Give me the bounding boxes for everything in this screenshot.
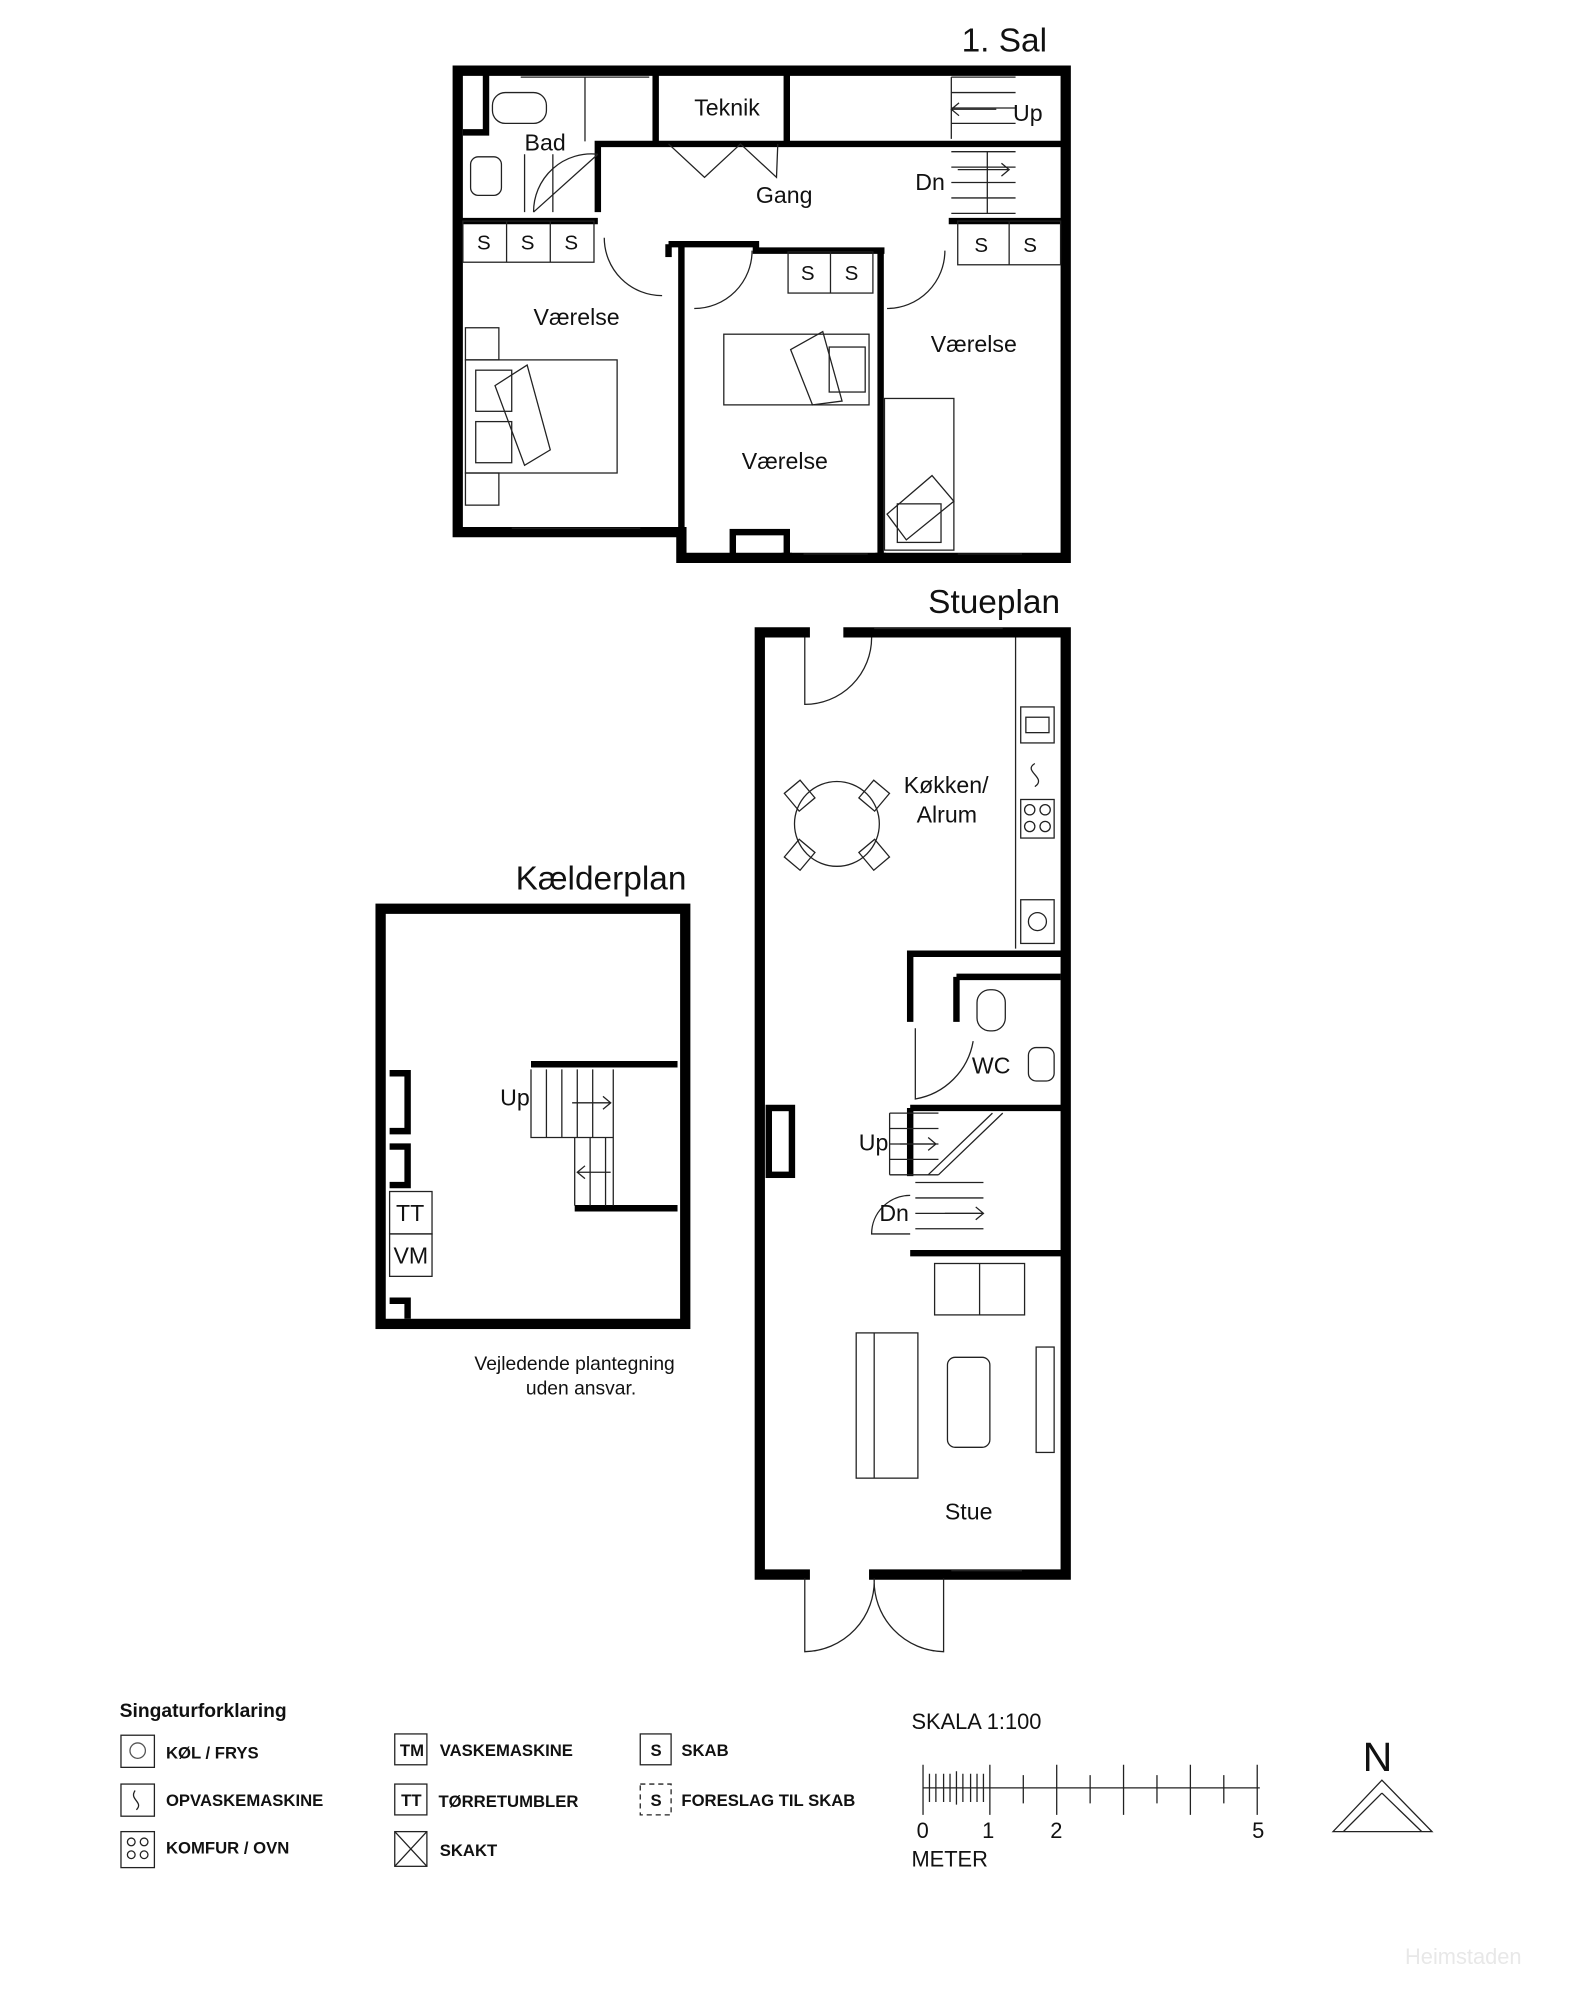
wall <box>462 70 490 136</box>
wall <box>389 1061 678 1319</box>
door-technical <box>668 143 779 179</box>
cabinet-label: S <box>845 262 859 285</box>
suggested-cabinet-symbol <box>639 1783 672 1816</box>
scale-tick-2: 2 <box>1050 1818 1062 1843</box>
first-floor-shaft <box>729 528 790 562</box>
washer-symbol-text: TM <box>400 1741 424 1760</box>
door-wc <box>914 1028 974 1100</box>
stair-up-label: Up <box>1013 100 1043 126</box>
legend-label: KOMFUR / OVN <box>166 1838 289 1857</box>
first-floor-plan: 1. Sal Bad Teknik Gang Værelse Værelse V… <box>452 22 1071 563</box>
legend-label: SKAKT <box>440 1841 498 1860</box>
cabinet-label: S <box>974 234 988 257</box>
suggested-cabinet-symbol-text: S <box>651 1791 662 1810</box>
living-furniture <box>855 1262 1055 1479</box>
wardrobes <box>462 220 1062 294</box>
north-arrow: N <box>1331 1734 1434 1833</box>
ground-floor-plan: Stueplan Køkken/ Alrum WC <box>754 584 1071 1653</box>
disclaimer-line-1: Vejledende plantegning <box>474 1354 674 1375</box>
wall <box>906 950 1066 1257</box>
scale-title: SKALA 1:100 <box>911 1709 1041 1734</box>
room-label-bath: Bad <box>525 129 566 155</box>
basement-title: Kælderplan <box>516 860 687 897</box>
stair-down-label: Dn <box>915 169 945 195</box>
ground-floor-stairs <box>870 1112 1004 1235</box>
room-label-kitchen: Køkken/ <box>904 772 989 798</box>
cabinet-label: S <box>564 231 578 254</box>
room-label-kitchen-2: Alrum <box>917 802 977 828</box>
toilet-icon <box>976 989 1006 1032</box>
stair-up-label: Up <box>500 1084 530 1110</box>
bath-tiles <box>520 76 650 213</box>
dishwasher-icon <box>120 1783 156 1817</box>
shaft-icon <box>394 1830 428 1867</box>
room-label-technical: Teknik <box>694 95 760 121</box>
legend-label: VASKEMASKINE <box>440 1741 573 1760</box>
legend-label: FORESLAG TIL SKAB <box>681 1791 855 1810</box>
legend-label: OPVASKEMASKINE <box>166 1791 323 1810</box>
washer-label: VM <box>393 1242 428 1268</box>
north-arrow-icon <box>1331 1779 1434 1833</box>
door-bedroom-left <box>603 237 663 297</box>
kitchen-counter <box>1014 637 1055 949</box>
basement-stairs <box>530 1069 614 1206</box>
sink-icon <box>1027 1046 1055 1082</box>
dining-table <box>783 779 891 872</box>
stair-down-label: Dn <box>879 1200 909 1226</box>
chimney <box>765 1104 796 1179</box>
scale-tick-0: 0 <box>917 1818 929 1843</box>
basement-plan: Kælderplan Up TT VM Vejledende plantegni… <box>375 860 691 1400</box>
stair-up-label: Up <box>859 1129 889 1155</box>
scale-bar: SKALA 1:100 0 1 2 5 METER <box>911 1709 1264 1872</box>
legend-label: TØRRETUMBLER <box>438 1792 578 1811</box>
cabinet-symbol <box>639 1733 672 1766</box>
legend-title: Singaturforklaring <box>120 1701 287 1722</box>
cabinet-label: S <box>1023 234 1037 257</box>
wall <box>457 217 1066 558</box>
cabinet-symbol-text: S <box>651 1741 662 1760</box>
toilet-icon <box>491 91 548 125</box>
legend: Singaturforklaring TM TT S S KØL / FRYS … <box>120 1701 855 1869</box>
basement-outer-wall <box>375 903 691 1330</box>
door-bedroom-right <box>887 250 946 310</box>
legend-label: SKAB <box>681 1741 728 1760</box>
washer-symbol <box>394 1733 428 1766</box>
beds <box>464 327 955 551</box>
first-floor-stairs <box>950 76 1016 215</box>
ground-floor-title: Stueplan <box>928 584 1060 621</box>
scale-unit: METER <box>911 1846 987 1871</box>
cabinet-label: S <box>477 231 491 254</box>
door-entrance <box>804 637 873 706</box>
disclaimer-line-2: uden ansvar. <box>526 1379 636 1400</box>
cabinet-label: S <box>521 231 535 254</box>
watermark: Heimstaden <box>1405 1944 1522 1969</box>
room-label-bedroom-left: Værelse <box>534 304 620 330</box>
room-label-bedroom-middle: Værelse <box>742 448 828 474</box>
dryer-symbol <box>394 1783 428 1816</box>
scale-tick-5: 5 <box>1252 1818 1264 1843</box>
cabinet-label: S <box>801 262 815 285</box>
stove-icon <box>120 1830 156 1869</box>
washer <box>388 1233 433 1277</box>
room-label-living: Stue <box>945 1498 993 1524</box>
dryer-label: TT <box>396 1200 424 1226</box>
room-label-hall: Gang <box>756 182 813 208</box>
dryer-symbol-text: TT <box>401 1791 422 1810</box>
door-bath <box>532 153 599 213</box>
door-bedroom-middle <box>694 250 753 310</box>
room-label-bedroom-right: Værelse <box>931 331 1017 357</box>
scale-tick-1: 1 <box>982 1818 994 1843</box>
door-terrace <box>804 1578 945 1653</box>
legend-label: KØL / FRYS <box>166 1743 259 1762</box>
ground-floor-outer-wall <box>754 627 1071 1580</box>
north-label: N <box>1363 1734 1393 1780</box>
fridge-icon <box>120 1734 156 1768</box>
sink-icon <box>469 156 503 197</box>
wall <box>594 70 1066 213</box>
room-label-wc: WC <box>972 1052 1011 1078</box>
first-floor-title: 1. Sal <box>962 22 1047 59</box>
